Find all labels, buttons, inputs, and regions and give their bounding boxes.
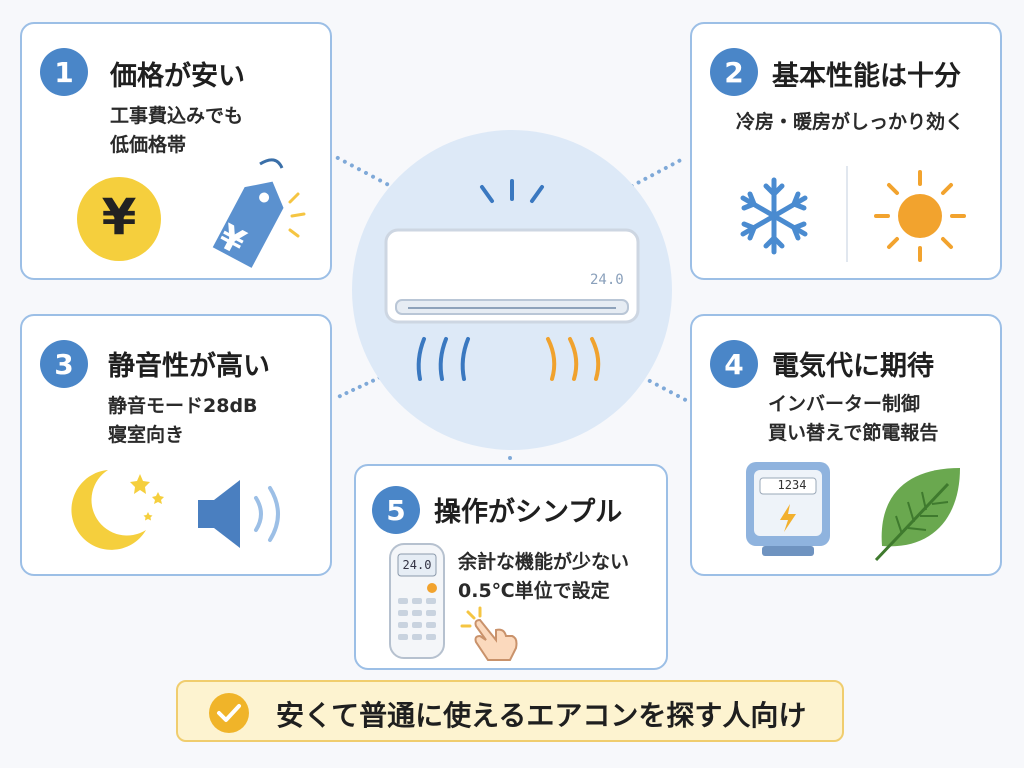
connector-3: [337, 374, 383, 399]
feature-description: 工事費込みでも 低価格帯: [110, 105, 244, 157]
meter-readout: 1234: [777, 478, 807, 492]
snowflake-icon: [740, 177, 808, 255]
feature-card-price: 1 価格が安い 工事費込みでも 低価格帯 ¥ ¥: [20, 22, 332, 280]
feature-card-quiet: 3 静音性が高い 静音モード28dB 寝室向き: [20, 314, 332, 576]
moon-icon: [71, 470, 164, 550]
remote-control-icon: [389, 543, 445, 659]
feature-description: 静音モード28dB 寝室向き: [108, 395, 258, 447]
feature-card-electricity: 4 電気代に期待 インバーター制御 買い替えで節電報告 1234: [690, 314, 1002, 576]
feature-description: 冷房・暖房がしっかり効く: [736, 111, 965, 133]
feature-description: インバーター制御 買い替えで節電報告: [768, 393, 939, 445]
feature-number-badge: 4: [710, 340, 758, 388]
cool-air-wave-icon: [416, 337, 470, 381]
feature-number-badge: 3: [40, 340, 88, 388]
feature-title: 操作がシンプル: [434, 497, 623, 528]
warm-air-wave-icon: [546, 337, 601, 381]
summary-text: 安くて普通に使えるエアコンを探す人向け: [276, 699, 807, 732]
air-conditioner-icon: [384, 228, 640, 324]
feature-card-performance: 2 基本性能は十分 冷房・暖房がしっかり効く: [690, 22, 1002, 280]
feature-card-operation: 5 操作がシンプル 余計な機能が少ない 0.5℃単位で設定 24.0: [354, 464, 668, 670]
airflow-top-icon: [480, 179, 544, 203]
feature-description: 余計な機能が少ない 0.5℃単位で設定: [458, 551, 630, 603]
feature-title: 電気代に期待: [772, 351, 934, 382]
feature-title: 価格が安い: [110, 61, 245, 92]
price-tag-icon: [212, 158, 306, 268]
yen-coin-symbol: ¥: [101, 188, 137, 246]
aircon-display: 24.0: [590, 272, 624, 288]
sun-icon: [874, 170, 966, 262]
speaker-icon: [198, 480, 280, 548]
feature-number-badge: 1: [40, 48, 88, 96]
check-circle-icon: [209, 693, 249, 733]
connector-2: [629, 158, 683, 189]
leaf-icon: [874, 468, 960, 562]
electric-meter-icon: [746, 462, 830, 556]
connector-1: [335, 155, 390, 187]
card-divider: [846, 166, 848, 262]
feature-title: 静音性が高い: [108, 351, 270, 382]
feature-number-badge: 2: [710, 48, 758, 96]
pointing-hand-icon: [460, 606, 518, 661]
summary-banner: 安くて普通に使えるエアコンを探す人向け: [176, 680, 844, 742]
feature-number-badge: 5: [372, 486, 420, 534]
remote-display: 24.0: [402, 558, 432, 572]
connector-4: [647, 378, 688, 403]
yen-coin-icon: [77, 177, 161, 261]
feature-title: 基本性能は十分: [772, 61, 961, 92]
